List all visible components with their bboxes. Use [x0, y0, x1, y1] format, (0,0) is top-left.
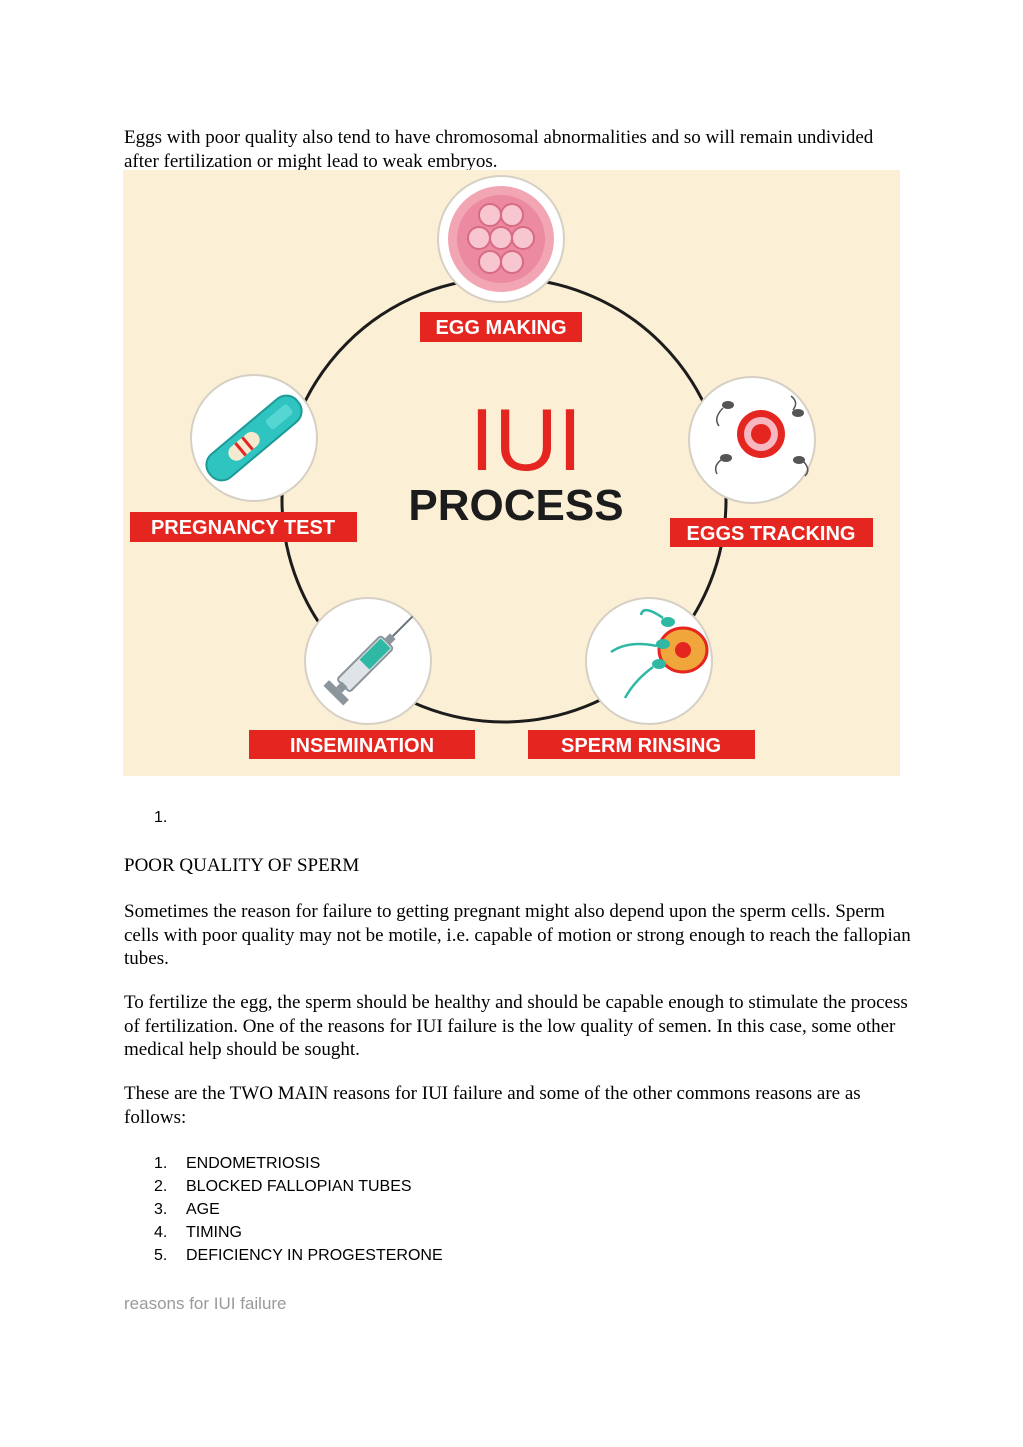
list-item-text: TIMING	[186, 1224, 242, 1241]
sperm-fertilization-icon	[610, 609, 709, 699]
list-item: 5.DEFICIENCY IN PROGESTERONE	[154, 1247, 443, 1264]
pregnancy-test-icon	[205, 394, 303, 482]
paragraph-fertilization: To fertilize the egg, the sperm should b…	[124, 992, 908, 1060]
paragraph-reasons-intro: These are the TWO MAIN reasons for IUI f…	[124, 1083, 861, 1128]
pregnancy-test-label-bg	[130, 512, 357, 542]
insemination-label-bg	[249, 730, 475, 759]
pregnancy-test-label: PREGNANCY TEST	[151, 517, 335, 539]
step-insemination: INSEMINATION	[249, 597, 475, 759]
iui-process-infographic: IUI PROCESS EGG MAKING	[123, 170, 900, 776]
step-sperm-rinsing: SPERM RINSING	[528, 597, 755, 759]
eggs-tracking-label: EGGS TRACKING	[687, 523, 856, 545]
eggs-tracking-label-bg	[670, 518, 873, 547]
list-item-text: BLOCKED FALLOPIAN TUBES	[186, 1178, 412, 1195]
step-pregnancy-test: PREGNANCY TEST	[130, 374, 357, 542]
numbered-marker: 1.	[154, 809, 168, 826]
list-item-text: AGE	[186, 1201, 220, 1218]
egg-making-label-bg	[420, 312, 582, 342]
list-item: 4.TIMING	[154, 1224, 242, 1241]
intro-paragraph: Eggs with poor quality also tend to have…	[124, 127, 874, 172]
list-item-text: DEFICIENCY IN PROGESTERONE	[186, 1247, 443, 1264]
title-iui: IUI	[470, 390, 582, 489]
step-egg-making: EGG MAKING	[420, 175, 582, 342]
list-item: 2.BLOCKED FALLOPIAN TUBES	[154, 1178, 412, 1195]
sperm-rinsing-label-bg	[528, 730, 755, 759]
paragraph-sperm-quality: Sometimes the reason for failure to gett…	[124, 901, 911, 969]
insemination-label: INSEMINATION	[290, 735, 434, 757]
title-process: PROCESS	[408, 481, 623, 530]
list-item: 3.AGE	[154, 1201, 220, 1218]
list-item-text: ENDOMETRIOSIS	[186, 1155, 321, 1172]
egg-sperm-icon	[714, 395, 809, 477]
egg-cells-icon	[448, 186, 554, 292]
syringe-icon	[323, 615, 414, 706]
step-eggs-tracking: EGGS TRACKING	[670, 376, 873, 547]
egg-making-label: EGG MAKING	[435, 317, 566, 339]
list-item: 1.ENDOMETRIOSIS	[154, 1155, 321, 1172]
reasons-link[interactable]: reasons for IUI failure	[124, 1294, 287, 1313]
section-heading: POOR QUALITY OF SPERM	[124, 855, 360, 876]
sperm-rinsing-label: SPERM RINSING	[561, 735, 721, 757]
